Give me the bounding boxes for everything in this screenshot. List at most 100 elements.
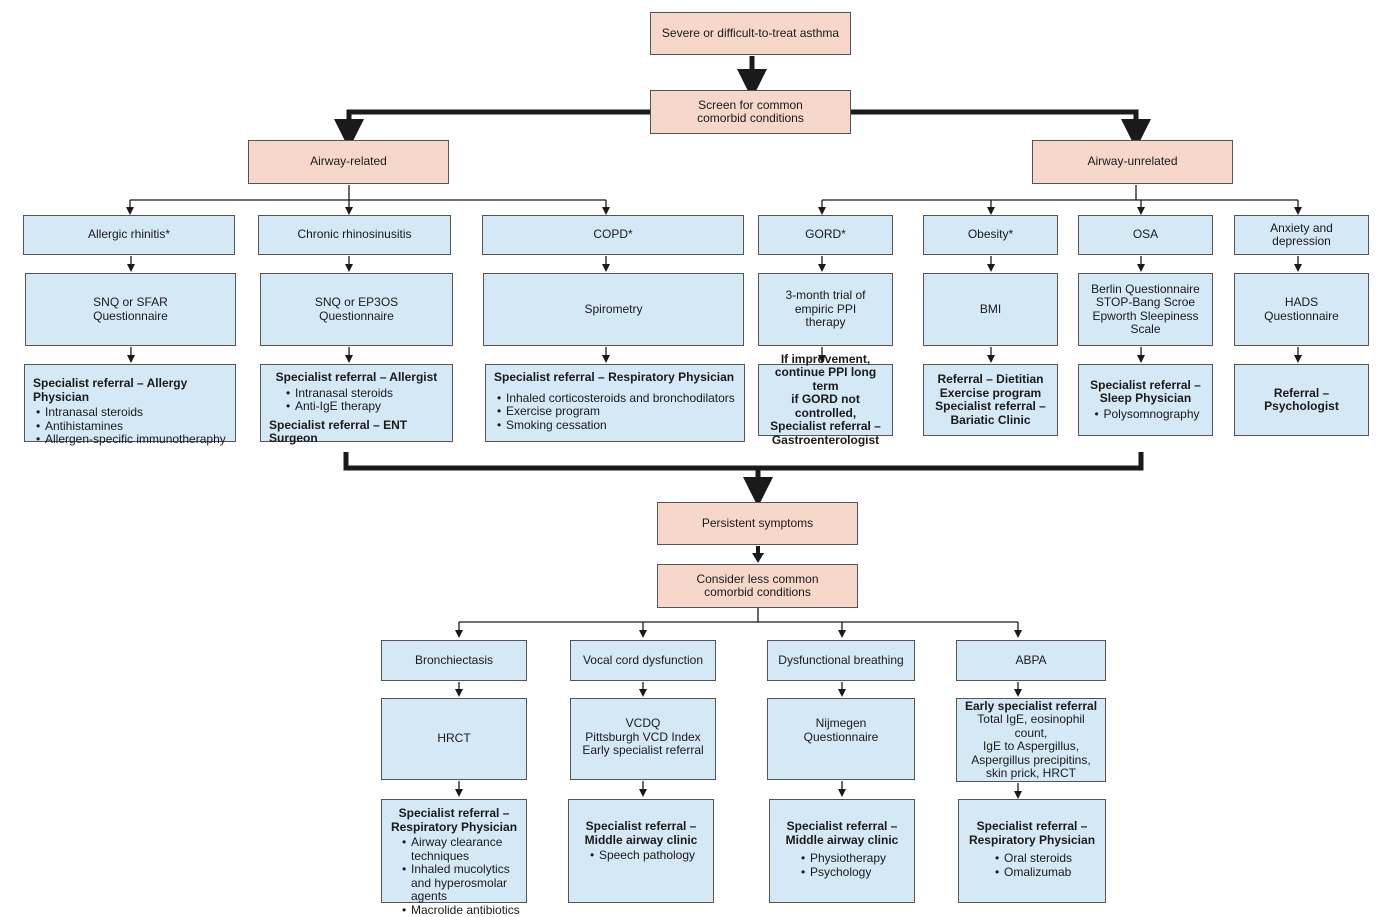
copd-referral: Specialist referral – Respiratory Physic… bbox=[485, 364, 745, 442]
list-item: Antihistamines bbox=[45, 420, 226, 434]
obesity-label: Obesity* bbox=[968, 228, 1013, 242]
gord-referral: If improvement, continue PPI long term i… bbox=[758, 364, 893, 436]
consider-line-2: comorbid conditions bbox=[704, 586, 811, 600]
copd-node: COPD* bbox=[482, 215, 744, 255]
db-treatment-list: Physiotherapy Psychology bbox=[798, 852, 886, 879]
crs-referral-label: Specialist referral – Allergist bbox=[276, 371, 438, 385]
copd-label: COPD* bbox=[593, 228, 632, 242]
abpa-referral: Specialist referral – Respiratory Physic… bbox=[958, 799, 1106, 903]
consider-less-common-node: Consider less common comorbid conditions bbox=[657, 564, 858, 608]
gord-ref-line-2: continue PPI long term bbox=[764, 366, 887, 393]
osa-label: OSA bbox=[1133, 228, 1158, 242]
list-item: Smoking cessation bbox=[506, 419, 735, 433]
ar-test-line-2: Questionnaire bbox=[93, 310, 168, 324]
vcd-ref-line-1: Specialist referral – bbox=[586, 820, 697, 834]
vcd-test-line-2: Pittsburgh VCD Index bbox=[585, 731, 700, 745]
allergic-rhinitis-node: Allergic rhinitis* bbox=[23, 215, 235, 255]
vcd-test: VCDQ Pittsburgh VCD Index Early speciali… bbox=[570, 698, 716, 780]
persistent-symptoms-label: Persistent symptoms bbox=[702, 517, 813, 531]
ob-ref-line-4: Bariatic Clinic bbox=[950, 414, 1030, 428]
osa-test-line-2: STOP-Bang Scroe bbox=[1096, 296, 1195, 310]
osa-ref-line-1: Specialist referral – bbox=[1090, 379, 1201, 393]
abpa-test-line-2: IgE to Aspergillus, bbox=[983, 740, 1079, 754]
abpa-test: Early specialist referral Total IgE, eos… bbox=[956, 698, 1106, 782]
bronchiectasis-node: Bronchiectasis bbox=[381, 640, 527, 681]
abpa-label: ABPA bbox=[1015, 654, 1046, 668]
vcd-treatment-list: Speech pathology bbox=[587, 849, 695, 863]
anxiety-test: HADS Questionnaire bbox=[1234, 273, 1369, 346]
severe-asthma-label: Severe or difficult-to-treat asthma bbox=[662, 27, 839, 41]
crs-referral: Specialist referral – Allergist Intranas… bbox=[260, 364, 453, 442]
abpa-ref-line-2: Respiratory Physician bbox=[969, 834, 1095, 848]
gord-ref-line-1: If improvement, bbox=[781, 353, 870, 367]
db-test-line-1: Nijmegen bbox=[816, 717, 867, 731]
anx-ref-line-2: Psychologist bbox=[1264, 400, 1339, 414]
allergic-rhinitis-test: SNQ or SFAR Questionnaire bbox=[25, 273, 236, 346]
persistent-symptoms-node: Persistent symptoms bbox=[657, 502, 858, 545]
vcd-label: Vocal cord dysfunction bbox=[583, 654, 703, 668]
copd-treatment-list: Inhaled corticosteroids and bronchodilat… bbox=[494, 392, 735, 433]
copd-test: Spirometry bbox=[483, 273, 744, 346]
osa-test-line-1: Berlin Questionnaire bbox=[1091, 283, 1200, 297]
vcd-referral: Specialist referral – Middle airway clin… bbox=[568, 799, 714, 903]
vcd-test-line-1: VCDQ bbox=[626, 717, 661, 731]
db-test-line-2: Questionnaire bbox=[804, 731, 879, 745]
list-item: Macrolide antibiotics bbox=[411, 904, 521, 917]
db-ref-line-2: Middle airway clinic bbox=[786, 834, 899, 848]
anxiety-test-line-2: Questionnaire bbox=[1264, 310, 1339, 324]
dysfunctional-test: Nijmegen Questionnaire bbox=[767, 698, 915, 780]
airway-related-label: Airway-related bbox=[310, 155, 387, 169]
crs-test: SNQ or EP3OS Questionnaire bbox=[260, 273, 453, 346]
osa-test: Berlin Questionnaire STOP-Bang Scroe Epw… bbox=[1078, 273, 1213, 346]
gord-test: 3-month trial of empiric PPI therapy bbox=[758, 273, 893, 346]
bronchiectasis-label: Bronchiectasis bbox=[415, 654, 493, 668]
consider-line-1: Consider less common bbox=[696, 573, 818, 587]
gord-test-line-2: empiric PPI bbox=[795, 303, 856, 317]
gord-label: GORD* bbox=[805, 228, 846, 242]
airway-unrelated-node: Airway-unrelated bbox=[1032, 140, 1233, 184]
crs-treatment-list: Intranasal steroids Anti-IgE therapy bbox=[283, 387, 393, 414]
anxiety-test-line-1: HADS bbox=[1285, 296, 1318, 310]
ar-referral-label: Specialist referral – Allergy Physician bbox=[33, 377, 227, 404]
anxiety-referral: Referral – Psychologist bbox=[1234, 364, 1369, 436]
allergic-rhinitis-label: Allergic rhinitis* bbox=[88, 228, 170, 242]
list-item: Exercise program bbox=[506, 405, 735, 419]
osa-referral: Specialist referral – Sleep Physician Po… bbox=[1078, 364, 1213, 436]
list-item: Intranasal steroids bbox=[45, 406, 226, 420]
ar-treatment-list: Intranasal steroids Antihistamines Aller… bbox=[33, 406, 226, 447]
crs-test-line-2: Questionnaire bbox=[319, 310, 394, 324]
bronchiectasis-treatment-list: Airway clearance techniques Inhaled muco… bbox=[399, 836, 521, 917]
ob-ref-line-2: Exercise program bbox=[940, 387, 1041, 401]
osa-test-line-4: Scale bbox=[1130, 323, 1160, 337]
anx-ref-line-1: Referral – bbox=[1274, 387, 1329, 401]
osa-treatment-list: Polysomnography bbox=[1091, 408, 1199, 422]
list-item: Inhaled corticosteroids and bronchodilat… bbox=[506, 392, 735, 406]
list-item: Allergen-specific immunotheraphy bbox=[45, 433, 226, 447]
list-item: Speech pathology bbox=[599, 849, 695, 863]
bronchiectasis-test-label: HRCT bbox=[437, 732, 470, 746]
gord-test-line-1: 3-month trial of bbox=[785, 289, 865, 303]
abpa-treatment-list: Oral steroids Omalizumab bbox=[992, 852, 1072, 879]
screen-line-2: comorbid conditions bbox=[697, 112, 804, 126]
abpa-node: ABPA bbox=[956, 640, 1106, 681]
chronic-rhinosinusitis-node: Chronic rhinosinusitis bbox=[258, 215, 451, 255]
list-item: Inhaled mucolytics and hyperosmolar agen… bbox=[411, 863, 521, 904]
list-item: Anti-IgE therapy bbox=[295, 400, 393, 414]
dysfunctional-breathing-node: Dysfunctional breathing bbox=[767, 640, 915, 681]
crs-test-line-1: SNQ or EP3OS bbox=[315, 296, 398, 310]
list-item: Oral steroids bbox=[1004, 852, 1072, 866]
bronchiectasis-test: HRCT bbox=[381, 698, 527, 780]
osa-node: OSA bbox=[1078, 215, 1213, 255]
dysfunctional-referral: Specialist referral – Middle airway clin… bbox=[769, 799, 915, 903]
allergic-rhinitis-referral: Specialist referral – Allergy Physician … bbox=[24, 364, 236, 442]
gord-ref-line-3: if GORD not controlled, bbox=[764, 393, 887, 420]
abpa-test-line-4: skin prick, HRCT bbox=[986, 767, 1076, 781]
db-ref-line-1: Specialist referral – bbox=[787, 820, 898, 834]
osa-ref-line-2: Sleep Physician bbox=[1100, 392, 1191, 406]
airway-unrelated-label: Airway-unrelated bbox=[1087, 155, 1177, 169]
airway-related-node: Airway-related bbox=[248, 140, 449, 184]
screen-line-1: Screen for common bbox=[698, 99, 803, 113]
list-item: Omalizumab bbox=[1004, 866, 1072, 880]
ob-ref-line-3: Specialist referral – bbox=[935, 400, 1046, 414]
abpa-test-line-1: Total IgE, eosinophil count, bbox=[962, 713, 1100, 740]
